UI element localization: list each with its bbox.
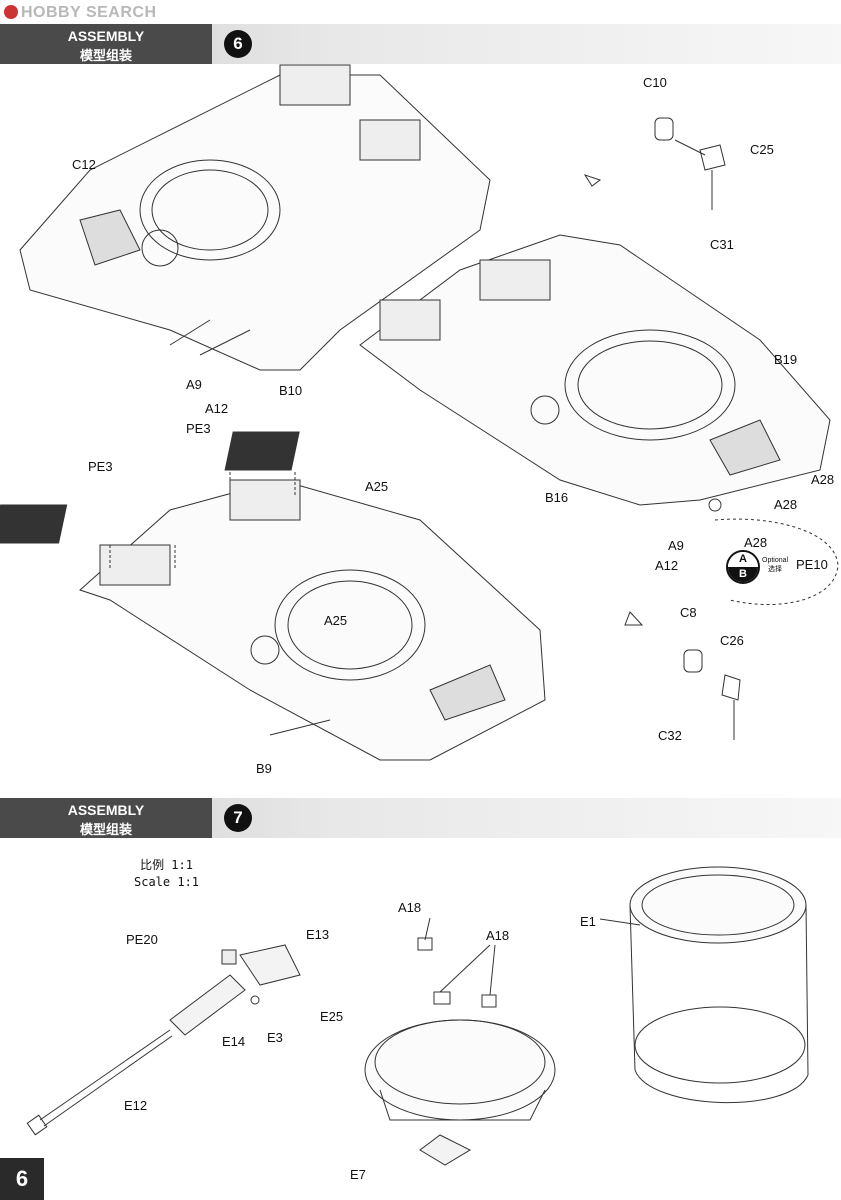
part-label-a25: A25: [324, 613, 348, 628]
watermark-text: HOBBY SEARCH: [21, 4, 157, 21]
part-label-pe10: PE10: [796, 557, 828, 572]
step-number: 6: [224, 30, 252, 58]
part-label-a9: A9: [668, 538, 684, 553]
hull-middle: [79, 479, 546, 761]
part-label-a25: A25: [365, 479, 389, 494]
assembly-cn: 模型组装: [79, 822, 132, 837]
pe3-plate-b: [224, 431, 300, 471]
part-label-pe3: PE3: [186, 421, 211, 436]
assembly-tag: ASSEMBLY 模型组装: [0, 24, 212, 64]
hull-right: [359, 234, 831, 512]
optional-cn: 选择: [768, 566, 783, 573]
assembly-tag: ASSEMBLY 模型组装: [0, 798, 212, 838]
part-label-c31: C31: [710, 237, 734, 252]
part-label-a28: A28: [744, 535, 768, 550]
part-label-a18: A18: [398, 900, 422, 915]
part-label-c8: C8: [680, 605, 697, 620]
part-label-a12: A12: [655, 558, 679, 573]
assembly-en: ASSEMBLY: [67, 802, 145, 818]
part-label-e25: E25: [320, 1009, 344, 1024]
scale-en: Scale 1:1: [134, 875, 200, 889]
part-label-b9: B9: [256, 761, 272, 776]
part-label-c25: C25: [750, 142, 774, 157]
pe3-plate-a: [0, 504, 68, 544]
optional-en: Optional: [762, 557, 789, 564]
assembly-en: ASSEMBLY: [67, 28, 145, 44]
part-label-a28: A28: [774, 497, 798, 512]
optional-badge: A B Optional 选择 PE10: [718, 538, 838, 602]
part-label-c10: C10: [643, 75, 667, 90]
hull-top-left: [19, 64, 491, 371]
step-7-header: ASSEMBLY 模型组装 7: [0, 798, 841, 838]
part-label-e3: E3: [267, 1030, 283, 1045]
part-label-e12: E12: [124, 1098, 148, 1113]
part-label-pe3: PE3: [88, 459, 113, 474]
part-label-e13: E13: [306, 927, 330, 942]
page-number: 6: [0, 1158, 44, 1200]
part-label-e7: E7: [350, 1167, 366, 1182]
option-b: B: [728, 567, 758, 582]
optional-text: Optional 选择: [762, 556, 788, 574]
option-a: A: [728, 552, 758, 567]
part-label-c26: C26: [720, 633, 744, 648]
turret-basket: [364, 937, 556, 1166]
part-label-a12: A12: [205, 401, 229, 416]
hobbysearch-logo-icon: [4, 5, 18, 19]
option-ab-icon: A B: [726, 550, 760, 584]
part-label-e14: E14: [222, 1034, 246, 1049]
step-number: 7: [224, 804, 252, 832]
turret-cylinder: [629, 866, 809, 1103]
part-label-c12: C12: [72, 157, 96, 172]
part-label-a28: A28: [811, 472, 835, 487]
scale-note: 比例 1:1 Scale 1:1: [134, 857, 199, 891]
part-label-a9: A9: [186, 377, 202, 392]
part-label-pe20: PE20: [126, 932, 158, 947]
part-label-b19: B19: [774, 352, 798, 367]
watermark: HOBBY SEARCH: [4, 4, 157, 22]
part-label-b16: B16: [545, 490, 569, 505]
part-label-b10: B10: [279, 383, 303, 398]
part-label-c32: C32: [658, 728, 682, 743]
part-label-e1: E1: [580, 914, 596, 929]
scale-cn: 比例 1:1: [140, 858, 193, 872]
part-label-a18: A18: [486, 928, 510, 943]
gun-assembly: [26, 944, 301, 1136]
step-6-header: ASSEMBLY 模型组装 6: [0, 24, 841, 64]
assembly-cn: 模型组装: [79, 48, 132, 63]
